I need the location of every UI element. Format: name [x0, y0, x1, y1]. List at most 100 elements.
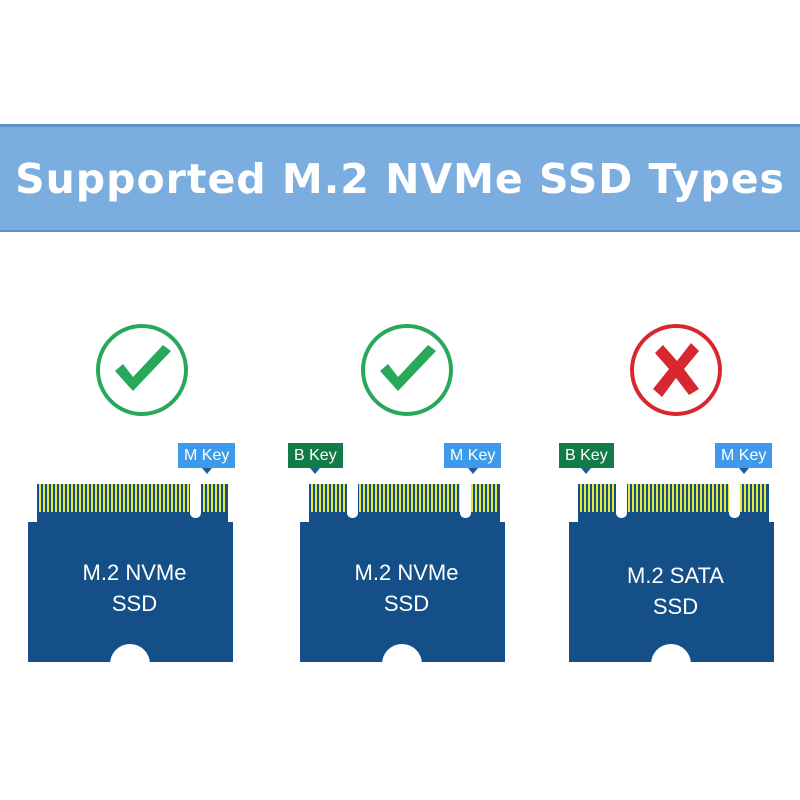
gold-pin	[155, 484, 157, 512]
gold-pin	[596, 484, 598, 512]
gold-pin	[656, 484, 658, 512]
gold-pin	[207, 484, 209, 512]
gold-pin	[724, 484, 726, 512]
gold-pin	[187, 484, 189, 512]
gold-pin	[335, 484, 337, 512]
gold-pin	[147, 484, 149, 512]
gold-pin	[107, 484, 109, 512]
gold-pin	[740, 484, 742, 512]
gold-pin	[672, 484, 674, 512]
gold-pin	[55, 484, 57, 512]
gold-pin	[696, 484, 698, 512]
ssd-type: M.2 NVMe	[82, 560, 187, 585]
gold-pin	[379, 484, 381, 512]
gold-pin	[752, 484, 754, 512]
gold-pin	[487, 484, 489, 512]
gold-pin	[343, 484, 345, 512]
gold-pin	[712, 484, 714, 512]
ssd-type: M.2 NVMe	[354, 560, 459, 585]
gold-pin	[455, 484, 457, 512]
key-notch	[729, 480, 740, 518]
ssd-word: SSD	[652, 594, 699, 619]
gold-pin	[115, 484, 117, 512]
gold-pin	[375, 484, 377, 512]
gold-pin	[75, 484, 77, 512]
gold-pin	[588, 484, 590, 512]
key-notch	[190, 480, 201, 518]
gold-pin	[720, 484, 722, 512]
gold-pin	[592, 484, 594, 512]
gold-pin	[407, 484, 409, 512]
gold-pin	[167, 484, 169, 512]
gold-pin	[431, 484, 433, 512]
gold-pin	[163, 484, 165, 512]
mount-notch	[651, 644, 691, 670]
gold-pin	[664, 484, 666, 512]
gold-pin	[491, 484, 493, 512]
gold-pin	[331, 484, 333, 512]
gold-pin	[644, 484, 646, 512]
gold-pin	[495, 484, 497, 512]
gold-pin	[704, 484, 706, 512]
gold-pin	[760, 484, 762, 512]
m-key-label: M Key	[178, 443, 236, 474]
gold-pin	[183, 484, 185, 512]
gold-pin	[475, 484, 477, 512]
gold-pin	[59, 484, 61, 512]
gold-pin	[764, 484, 766, 512]
gold-pin	[95, 484, 97, 512]
gold-pin	[171, 484, 173, 512]
check-circle-icon	[361, 324, 453, 416]
gold-pin	[744, 484, 746, 512]
gold-pin	[423, 484, 425, 512]
gold-pin	[39, 484, 41, 512]
gold-pin	[179, 484, 181, 512]
gold-pin	[139, 484, 141, 512]
gold-pin	[632, 484, 634, 512]
gold-pin	[756, 484, 758, 512]
m-key-label: M Key	[444, 443, 502, 474]
gold-pin	[159, 484, 161, 512]
m-key-label: M Key	[715, 443, 773, 474]
gold-pin	[415, 484, 417, 512]
gold-pin	[411, 484, 413, 512]
ssd-board	[569, 480, 774, 670]
title-banner: Supported M.2 NVMe SSD Types	[0, 124, 800, 232]
gold-pin	[215, 484, 217, 512]
gold-pin	[451, 484, 453, 512]
gold-pin	[688, 484, 690, 512]
gold-pin	[143, 484, 145, 512]
gold-pin	[471, 484, 473, 512]
gold-pin	[427, 484, 429, 512]
gold-pin	[692, 484, 694, 512]
gold-pin	[371, 484, 373, 512]
gold-pin	[327, 484, 329, 512]
key-notch	[616, 480, 627, 518]
gold-pin	[311, 484, 313, 512]
gold-pin	[339, 484, 341, 512]
gold-pin	[111, 484, 113, 512]
gold-pin	[483, 484, 485, 512]
gold-pin	[748, 484, 750, 512]
gold-pin	[383, 484, 385, 512]
gold-pin	[323, 484, 325, 512]
gold-pin	[211, 484, 213, 512]
board-body	[28, 522, 233, 662]
gold-pin	[612, 484, 614, 512]
gold-pin	[131, 484, 133, 512]
gold-pin	[604, 484, 606, 512]
gold-pin	[43, 484, 45, 512]
gold-pin	[636, 484, 638, 512]
gold-pin	[151, 484, 153, 512]
gold-pin	[660, 484, 662, 512]
mount-notch	[382, 644, 422, 670]
gold-pin	[628, 484, 630, 512]
gold-pin	[319, 484, 321, 512]
gold-pin	[648, 484, 650, 512]
gold-pin	[640, 484, 642, 512]
gold-pin	[359, 484, 361, 512]
gold-pin	[668, 484, 670, 512]
gold-pin	[395, 484, 397, 512]
